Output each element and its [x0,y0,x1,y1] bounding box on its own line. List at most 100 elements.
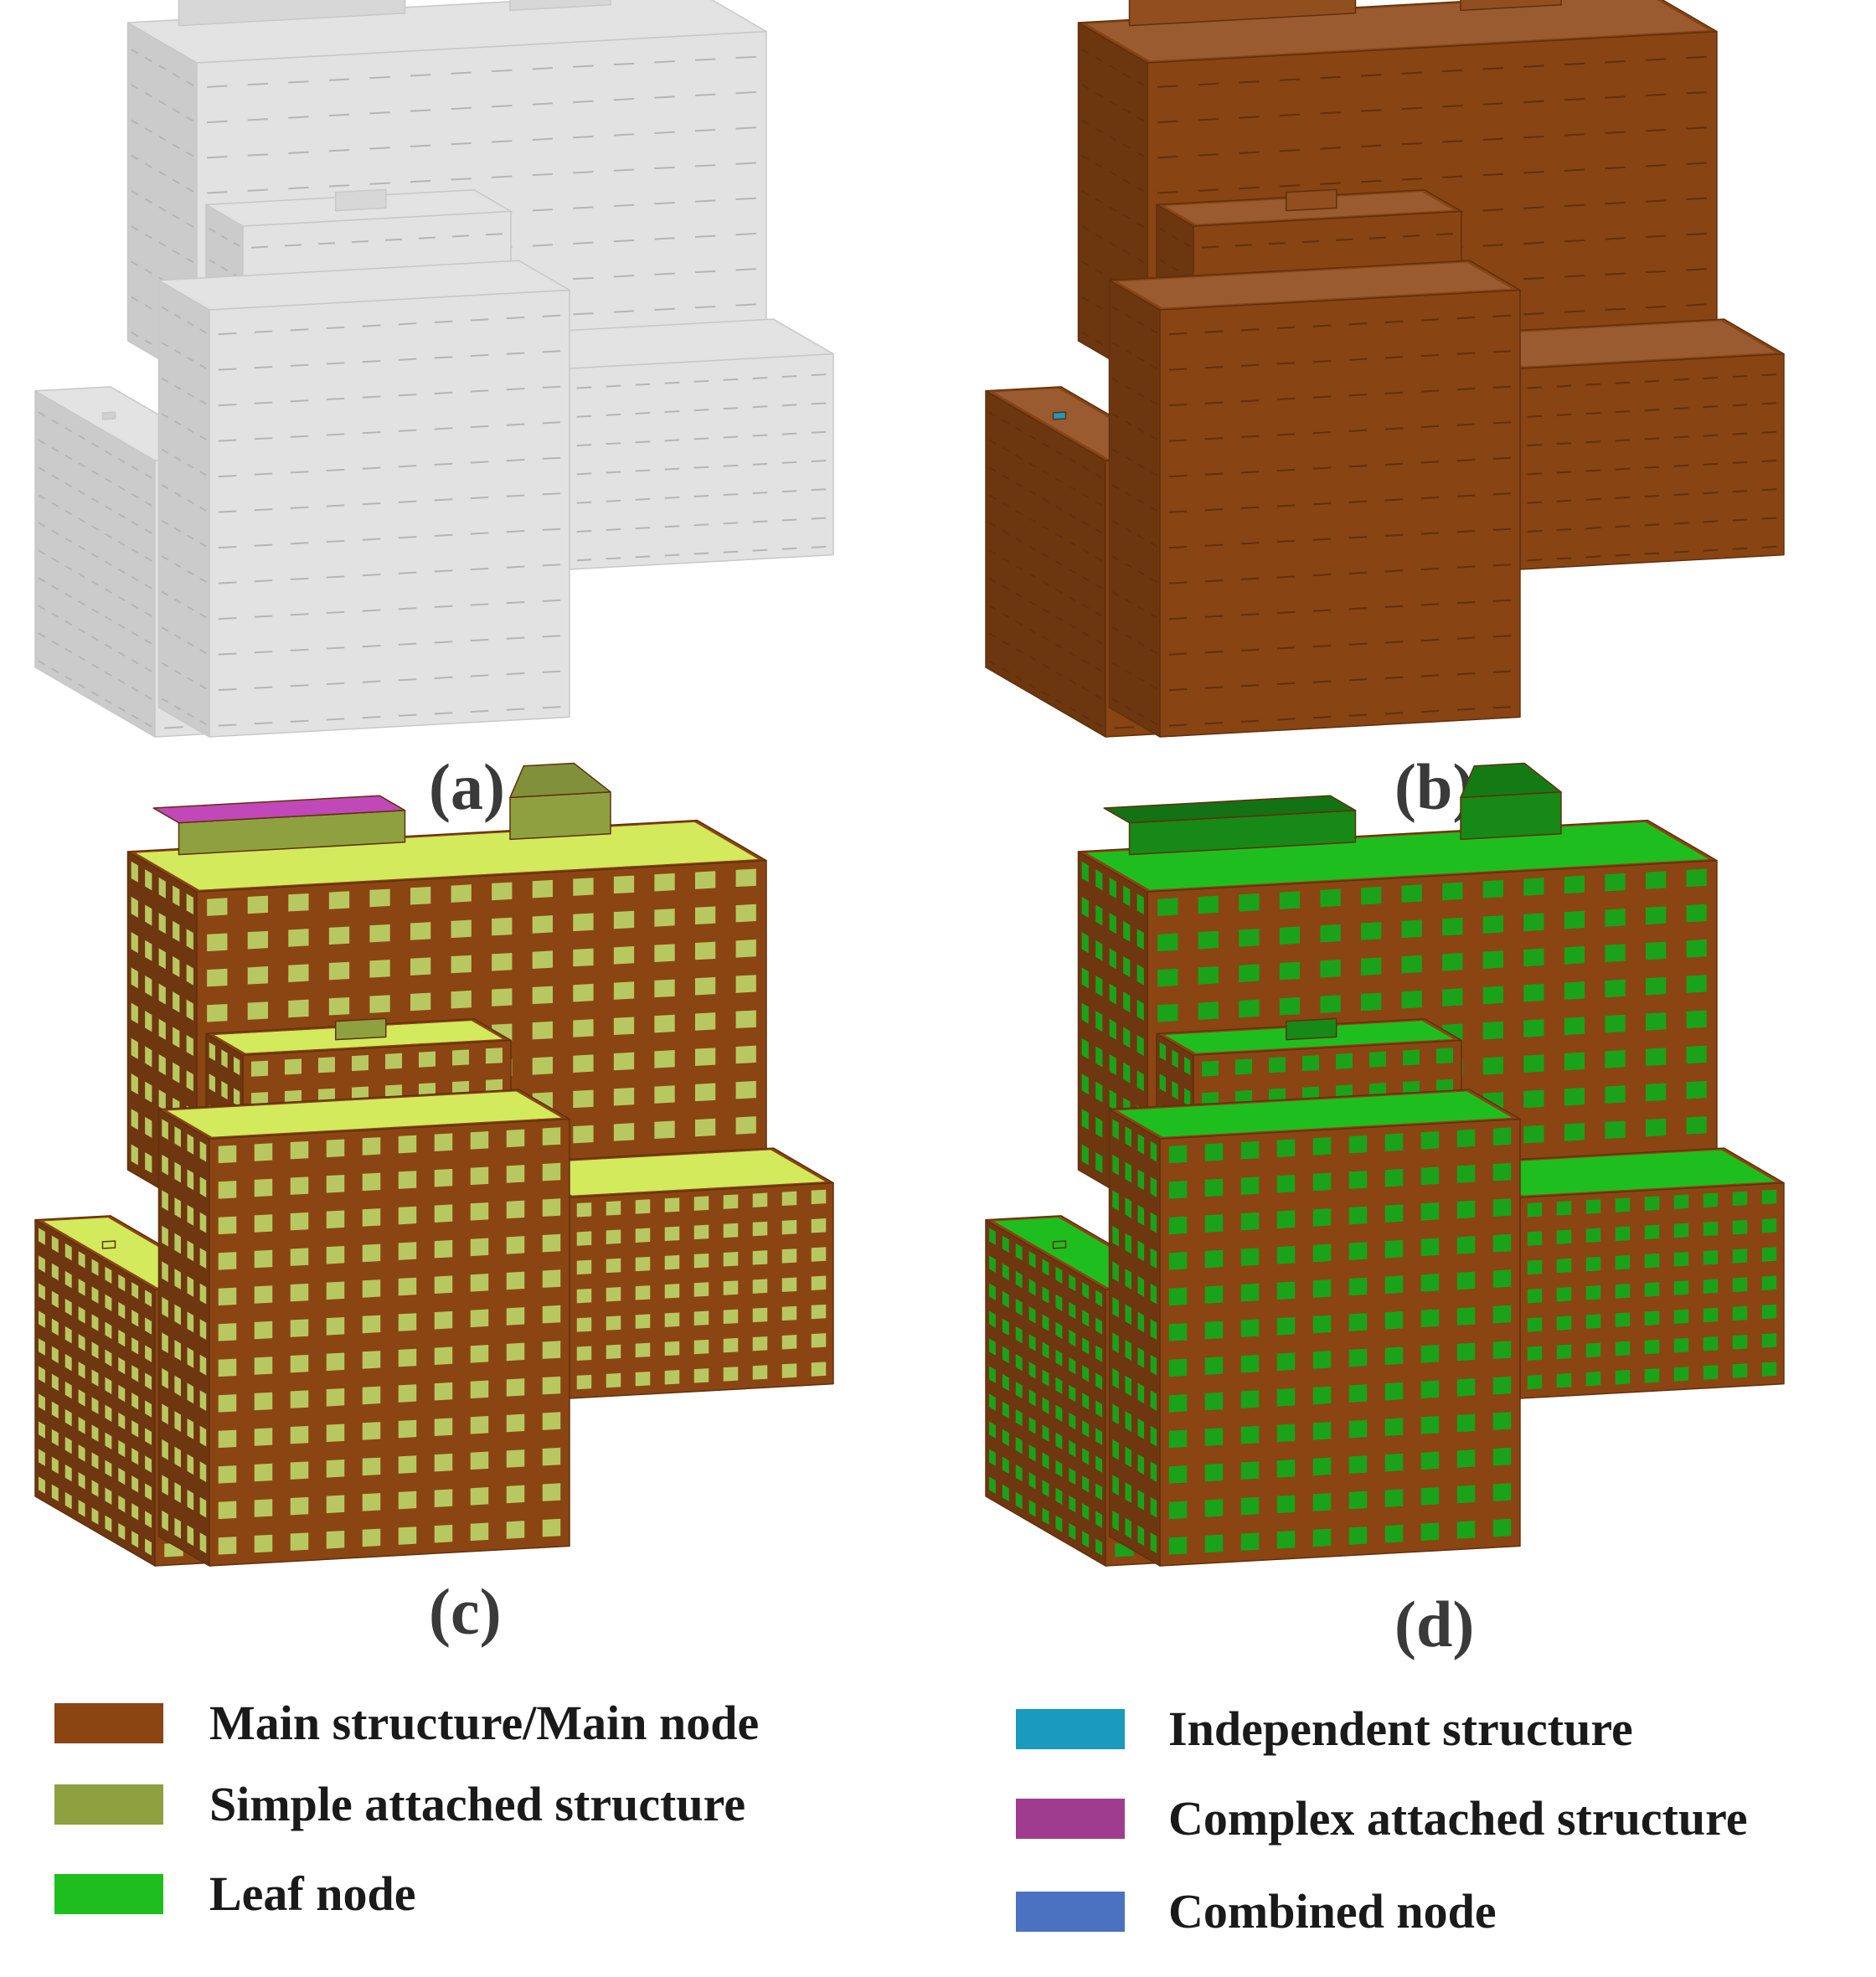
window [1042,1452,1049,1470]
window [1312,1279,1332,1298]
window [64,509,73,516]
window [654,166,675,170]
window [1028,517,1037,523]
window [1002,1290,1009,1309]
window [1527,1317,1543,1332]
window [1673,1337,1689,1353]
window [1109,64,1117,70]
window [290,613,309,616]
window [735,1080,756,1099]
window [1732,461,1748,464]
window [1137,569,1145,576]
window [410,109,431,112]
window [187,392,194,398]
window [1136,999,1144,1021]
window [1125,1517,1131,1539]
window [290,1461,309,1480]
window [1703,1307,1719,1323]
window [1068,512,1076,519]
window [78,1444,85,1462]
window [362,1457,381,1476]
window [988,1228,996,1245]
window [1150,1176,1157,1198]
window [1112,1119,1119,1140]
window [187,1204,194,1226]
window [1109,913,1116,934]
window [1111,377,1120,384]
window [1673,435,1689,439]
window [1204,1285,1224,1304]
window [254,366,273,369]
window [1564,1052,1585,1071]
window [254,1214,273,1233]
window [1361,957,1382,976]
window [654,237,675,240]
window [326,718,345,721]
window [1068,595,1076,602]
window [451,142,472,146]
window [654,979,675,998]
window [1054,643,1063,649]
window [1112,1261,1119,1283]
window [1482,137,1504,141]
window [694,306,716,309]
window [199,719,207,725]
window [174,1517,181,1539]
window [1137,356,1145,363]
window [1054,560,1063,566]
window [1420,1416,1440,1434]
window [398,571,417,574]
window [1150,506,1157,512]
window [664,467,680,471]
window [1095,1011,1103,1032]
window [145,904,152,926]
window [1556,528,1572,532]
window [51,419,59,425]
window [811,1189,827,1205]
window [38,1338,45,1356]
window [1348,1455,1368,1474]
window [1168,1501,1188,1520]
window [1240,648,1260,651]
window [1348,1384,1368,1403]
window [1015,537,1023,543]
window [664,525,680,528]
window [1703,1192,1719,1207]
window [1028,1362,1036,1379]
window [434,1418,453,1436]
penthouse-front [1128,0,1357,27]
window [218,1323,237,1341]
window [506,672,525,676]
window [492,69,513,73]
window [117,595,126,602]
window [1456,708,1476,711]
window [254,615,273,618]
window [506,1200,525,1219]
window [1276,575,1296,579]
window [218,723,237,727]
window [693,1368,709,1383]
window [104,698,112,704]
window [1276,539,1296,543]
left-wing-left-windows [38,411,152,728]
window [326,610,345,615]
window [326,682,345,686]
window [811,545,827,548]
window [131,331,139,337]
window [694,234,716,238]
window [1168,616,1188,620]
window [1482,879,1503,898]
window [1761,1362,1777,1377]
window [326,1530,345,1549]
window [1585,411,1601,414]
window [131,1448,139,1465]
window [1136,964,1144,986]
window [398,1242,417,1260]
window [1122,178,1131,185]
window [38,660,46,666]
window [1492,599,1512,602]
window [1095,1290,1103,1307]
window [1081,189,1090,196]
window [1401,884,1422,903]
window [1276,1530,1296,1549]
